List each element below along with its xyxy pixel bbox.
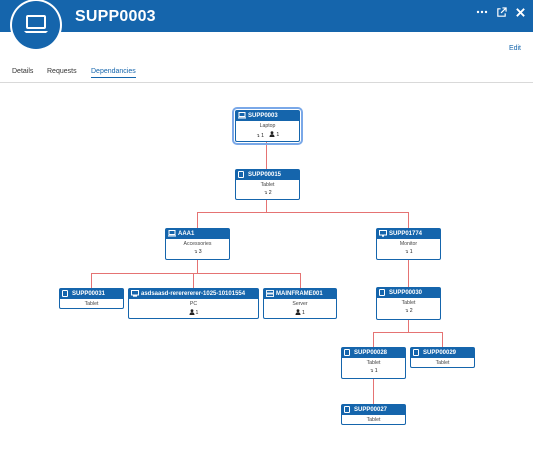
tablet-icon (344, 349, 350, 358)
page-title: SUPP0003 (75, 8, 156, 25)
edge (193, 273, 194, 288)
edge (442, 332, 443, 347)
node-name: SUPP0003 (248, 113, 278, 119)
node-type: Tablet (366, 417, 381, 423)
node-type: Monitor (399, 241, 418, 247)
node-supp00015[interactable]: SUPP00015 Tablet ↴2 (235, 169, 300, 200)
node-name: SUPP00031 (72, 291, 106, 297)
tablet-icon (238, 171, 244, 180)
dependency-tree: SUPP0003 Laptop ↴1 1 SUPP00015 Tablet ↴2… (0, 83, 533, 450)
node-name: SUPP00028 (354, 350, 388, 356)
laptop-icon (238, 112, 246, 121)
edge (373, 332, 374, 347)
relation-icon: ↴ (255, 133, 261, 139)
node-name: asdsaasd-rererererer-1025-10101554 (141, 291, 246, 297)
desktop-icon (131, 290, 139, 299)
user-icon (269, 131, 275, 139)
node-supp0003[interactable]: SUPP0003 Laptop ↴1 1 (232, 107, 303, 145)
node-name: SUPP00027 (354, 407, 388, 413)
relation-count: 2 (409, 308, 413, 314)
edge (408, 320, 409, 332)
edge (300, 273, 301, 288)
tab-dependancies[interactable]: Dependancies (91, 68, 136, 78)
node-type: Laptop (259, 123, 276, 129)
laptop-icon (168, 230, 176, 239)
edge (91, 273, 92, 288)
external-link-icon[interactable] (496, 6, 507, 18)
node-type: Tablet (401, 300, 416, 306)
node-name: MAINFRAME001 (276, 291, 323, 297)
edit-link[interactable]: Edit (508, 45, 521, 52)
tab-details[interactable]: Details (12, 68, 34, 75)
node-type: Tablet (84, 301, 99, 307)
node-type: Tablet (366, 360, 381, 366)
relation-icon: ↴ (404, 249, 409, 255)
avatar (12, 1, 60, 49)
server-icon (266, 290, 274, 299)
node-supp00029[interactable]: SUPP00029 Tablet (410, 347, 475, 368)
header-bar: SUPP0003 (0, 0, 533, 32)
node-name: AAA1 (178, 231, 195, 237)
relation-count: 3 (198, 249, 202, 255)
header-actions (476, 6, 526, 18)
more-icon[interactable] (476, 6, 488, 18)
edge (373, 379, 374, 404)
relation-count: 1 (374, 368, 378, 374)
edge (408, 212, 409, 228)
node-name: SUPP00030 (389, 290, 423, 296)
node-supp00027[interactable]: SUPP00027 Tablet (341, 404, 406, 425)
node-type: PC (189, 301, 198, 307)
node-name: SUPP00029 (423, 350, 457, 356)
tab-requests[interactable]: Requests (47, 68, 77, 75)
relation-icon: ↴ (404, 308, 409, 314)
close-icon[interactable] (515, 7, 526, 18)
edge (408, 260, 409, 287)
tablet-icon (379, 289, 385, 298)
node-type: Accessories (183, 241, 212, 247)
edge (266, 142, 267, 169)
node-type: Server (292, 301, 308, 307)
node-type: Tablet (260, 182, 275, 188)
relation-count: 2 (268, 190, 272, 196)
user-count: 1 (195, 310, 199, 316)
node-supp00031[interactable]: SUPP00031 Tablet (59, 288, 124, 309)
edge (197, 212, 409, 213)
monitor-icon (379, 230, 387, 239)
node-type: Tablet (435, 360, 450, 366)
relation-count: 1 (409, 249, 413, 255)
relation-icon: ↴ (369, 368, 374, 374)
edge (373, 332, 443, 333)
node-supp00030[interactable]: SUPP00030 Tablet ↴2 (376, 287, 441, 320)
tablet-icon (413, 349, 419, 358)
edge (197, 260, 198, 273)
relation-icon: ↴ (193, 249, 198, 255)
tab-bar: Details Requests Dependancies (0, 66, 533, 83)
user-icon (295, 309, 301, 317)
node-name: SUPP01774 (389, 231, 423, 237)
edge (197, 212, 198, 228)
node-aaa1[interactable]: AAA1 Accessories ↴3 (165, 228, 230, 260)
node-name: SUPP00015 (248, 172, 282, 178)
user-icon (189, 309, 195, 317)
user-count: 1 (302, 310, 305, 316)
edge (266, 200, 267, 212)
relation-icon: ↴ (263, 190, 268, 196)
user-count: 1 (276, 132, 280, 138)
node-supp01774[interactable]: SUPP01774 Monitor ↴1 (376, 228, 441, 260)
tablet-icon (62, 290, 68, 299)
laptop-icon (23, 14, 49, 36)
tablet-icon (344, 406, 350, 415)
node-pc[interactable]: asdsaasd-rererererer-1025-10101554 PC 1 (128, 288, 259, 319)
edge (91, 273, 301, 274)
relation-count: 1 (261, 133, 264, 139)
node-mainframe001[interactable]: MAINFRAME001 Server 1 (263, 288, 337, 319)
node-supp00028[interactable]: SUPP00028 Tablet ↴1 (341, 347, 406, 379)
